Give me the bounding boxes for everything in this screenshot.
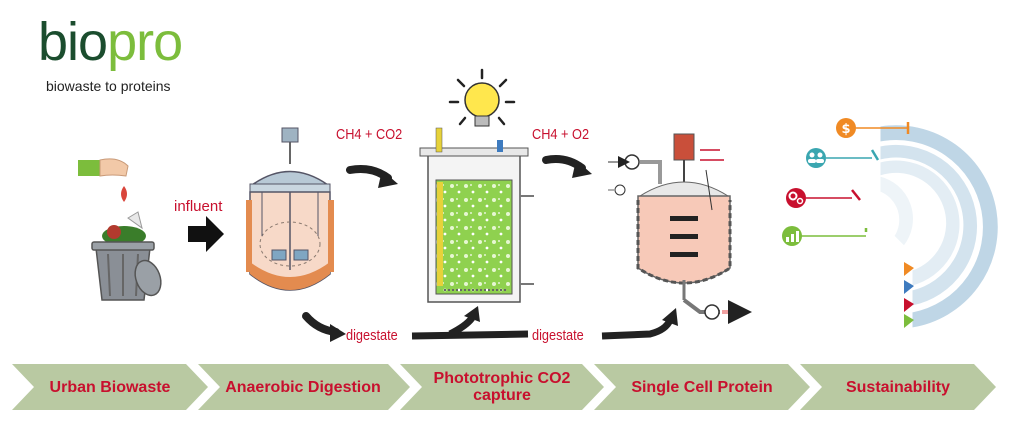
fermenter-body [637, 195, 731, 284]
people-icon [806, 148, 826, 168]
stage-chevron-2 [198, 364, 410, 410]
influent-arrow [188, 216, 224, 252]
light-bulb-icon [448, 68, 516, 127]
bar-chart-icon [782, 226, 802, 246]
gas-label-pt: CH4 + O2 [532, 126, 590, 143]
stage-band [12, 364, 996, 410]
stage-chevron-3 [400, 364, 604, 410]
photobioreactor-icon [419, 127, 534, 303]
digester-reactor-icon [246, 127, 334, 291]
logo-tagline: biowaste to proteins [46, 78, 171, 94]
trash-paper [127, 211, 143, 230]
stage-chevron-4 [594, 364, 810, 410]
digestate-line [411, 330, 529, 340]
fermenter-icon [608, 133, 752, 324]
bin-rim [91, 241, 155, 251]
stage-label-anaerobic-digestion: Anaerobic Digestion [225, 378, 381, 396]
bin-lid [134, 259, 162, 297]
gas-label-ad: CH4 + CO2 [336, 126, 403, 143]
digestate-label-2: digestate [532, 327, 584, 344]
digestate-label-1: digestate [346, 327, 398, 344]
gears-icon [786, 188, 806, 208]
logo-part-pro: pro [107, 12, 183, 72]
stage-label-urban-biowaste: Urban Biowaste [49, 378, 171, 396]
hand [99, 158, 129, 177]
stage-chevron-5 [800, 364, 996, 410]
trash-item [107, 225, 121, 239]
sustainability-graphic [800, 122, 999, 329]
dollar-icon: $ [836, 118, 856, 138]
digestate-arrow-2 [601, 318, 674, 340]
influent-label: influent [174, 198, 223, 215]
stage-label-single-cell-protein: Single Cell Protein [631, 378, 773, 396]
stage-label-sustainability: Sustainability [845, 378, 951, 396]
stage-label-phototrophic-capture: Phototrophic CO2 capture [433, 370, 571, 404]
stage-chevron-1 [12, 364, 208, 410]
sleeve [78, 160, 100, 176]
logo-wordmark: biopro [38, 12, 183, 72]
svg-text:$: $ [841, 122, 850, 137]
waste-bin-icon [78, 158, 162, 301]
logo-part-bio: bio [38, 12, 108, 72]
reactor-lid [249, 170, 331, 186]
apple-core [121, 186, 127, 202]
